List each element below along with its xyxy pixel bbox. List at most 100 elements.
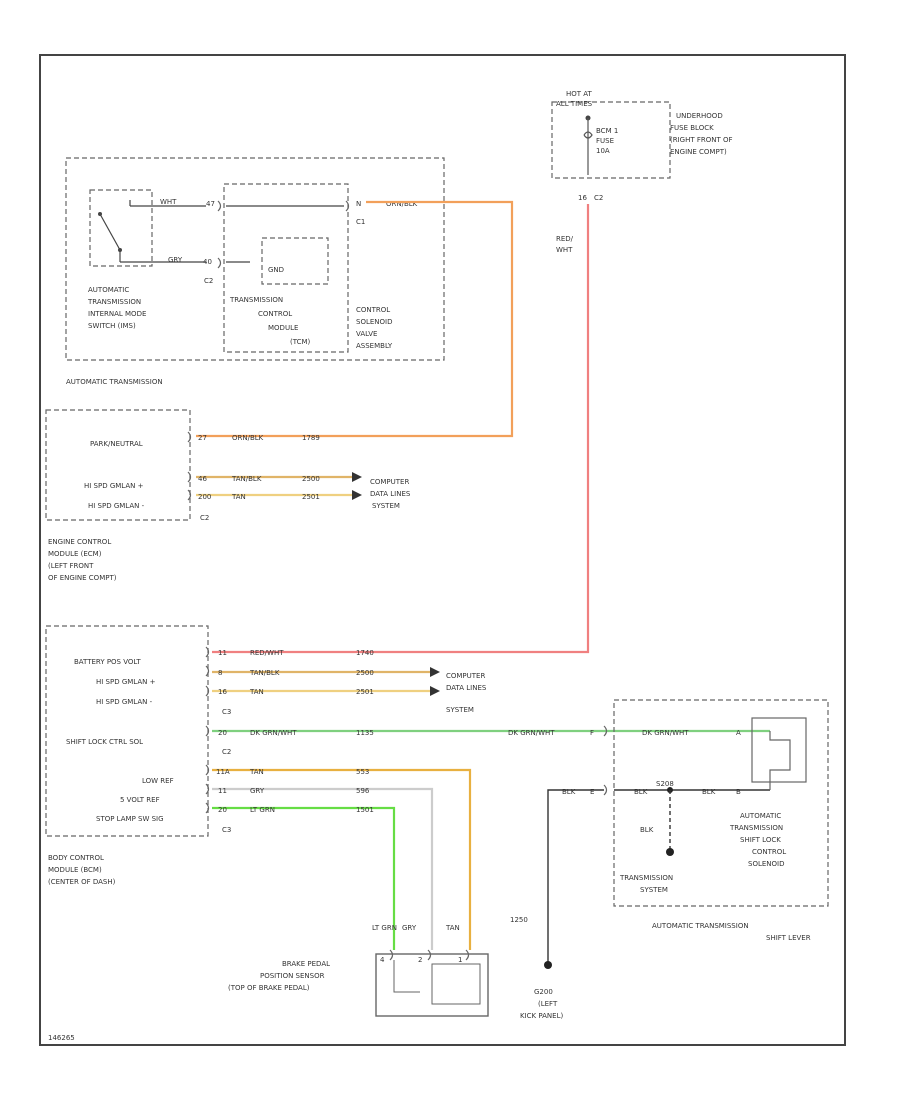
wire-blk-ground xyxy=(547,789,604,965)
bcm-row-1-pin: 8 xyxy=(218,669,222,677)
bcm-row-6-wire: LT GRN xyxy=(250,806,275,814)
valve-c1: C1 xyxy=(356,218,365,226)
dk-grn-wht-mid: DK GRN/WHT xyxy=(508,729,555,737)
bcm-row-3-name: SHIFT LOCK CTRL SOL xyxy=(66,738,143,746)
bcm-row-6-pin: 20 xyxy=(218,806,227,814)
red-wht-label-1: RED/ xyxy=(556,235,574,243)
arrow-icon xyxy=(352,490,362,500)
imss-box xyxy=(89,189,153,267)
ecm-row-2-wire: TAN xyxy=(231,493,246,501)
shift-blk-1: BLK xyxy=(634,788,648,796)
bcm-row-0-wire: RED/WHT xyxy=(250,649,284,657)
bcm-row-4-circuit: 553 xyxy=(356,768,369,776)
bcm-row-0-pin: 11 xyxy=(218,649,227,657)
pin-40: 40 xyxy=(203,258,212,266)
imss-label-2: TRANSMISSION xyxy=(87,298,141,306)
imss-label-1: AUTOMATIC xyxy=(88,286,129,294)
tcm-box xyxy=(223,183,349,353)
bcm-row-1-wire: TAN/BLK xyxy=(249,669,280,677)
ecm-box xyxy=(45,409,191,521)
shift-pin-e: E xyxy=(590,788,594,796)
brake-wire-tan: TAN xyxy=(445,924,460,932)
ground-group: BLK 1250 G200 (LEFT KICK PANEL) xyxy=(510,788,604,1020)
bcm-row-5-circuit: 596 xyxy=(356,787,370,795)
ecm-data-lines-3: SYSTEM xyxy=(372,502,400,510)
valve-label-3: VALVE xyxy=(356,330,377,338)
all-times-label: ALL TIMES xyxy=(556,100,593,108)
brake-pin-4: 4 xyxy=(380,956,385,964)
valve-pin-n: N xyxy=(356,200,361,208)
bcm-c3: C3 xyxy=(222,708,231,716)
bcm-row-2-pin: 16 xyxy=(218,688,227,696)
fuse-amps: 10A xyxy=(596,147,610,155)
bcm-data-lines-3: SYSTEM xyxy=(446,706,474,714)
fuse-icon xyxy=(583,131,593,139)
imss-switch-icon xyxy=(99,213,121,251)
lever-label-2: SHIFT LEVER xyxy=(766,934,811,942)
bcm-row-6-circuit: 1501 xyxy=(356,806,374,814)
hot-at-label: HOT AT xyxy=(566,90,593,98)
ecm-row-1-wire: TAN/BLK xyxy=(231,475,262,483)
ecm-row-0-circuit: 1789 xyxy=(302,434,320,442)
shift-pin-b: B xyxy=(736,788,741,796)
brake-label-2: POSITION SENSOR xyxy=(260,972,325,980)
solenoid-label-4: CONTROL xyxy=(752,848,786,856)
bcm-c3b: C3 xyxy=(222,826,231,834)
arrow-icon xyxy=(430,686,440,696)
bcm-row-2-circuit: 2501 xyxy=(356,688,374,696)
red-wht-label-2: WHT xyxy=(556,246,573,254)
ecm-row-0-name: PARK/NEUTRAL xyxy=(90,440,143,448)
bcm-row-3-circuit: 1135 xyxy=(356,729,374,737)
ecm-label-3: (LEFT FRONT xyxy=(48,562,94,570)
shift-lever-box xyxy=(613,699,829,907)
ground-label-2: (LEFT xyxy=(538,1000,558,1008)
brake-sensor-element xyxy=(431,963,481,1005)
ecm-row-0-wire: ORN/BLK xyxy=(232,434,264,442)
trans-system-1: TRANSMISSION xyxy=(619,874,673,882)
solenoid-label-3: SHIFT LOCK xyxy=(740,836,781,844)
brake-wire-ltgrn: LT GRN xyxy=(372,924,397,932)
transmission-title: AUTOMATIC TRANSMISSION xyxy=(66,378,163,386)
bcm-row-5-wire: GRY xyxy=(250,787,265,795)
brake-wire-gry: GRY xyxy=(402,924,417,932)
fuse-location-1: UNDERHOOD xyxy=(676,112,723,120)
arrow-icon xyxy=(430,667,440,677)
fuse-block: HOT AT ALL TIMES BCM 1 FUSE 10A 16 C2 UN… xyxy=(551,90,733,254)
figure-id: 146265 xyxy=(48,1034,75,1042)
gnd-label: GND xyxy=(268,266,284,274)
bcm-label-1: BODY CONTROL xyxy=(48,854,104,862)
bcm-row-2-wire: TAN xyxy=(249,688,264,696)
s208-label: S208 xyxy=(656,780,674,788)
fuse-pin: 16 xyxy=(578,194,587,202)
shift-blk-3: BLK xyxy=(640,826,654,834)
bcm-row-1-circuit: 2500 xyxy=(356,669,374,677)
bcm-row-4-name: LOW REF xyxy=(142,777,174,785)
bcm-row-1-name: HI SPD GMLAN + xyxy=(96,678,156,686)
arrow-icon xyxy=(352,472,362,482)
solenoid-label-2: TRANSMISSION xyxy=(729,824,783,832)
shift-lever-group: DK GRN/WHT F DK GRN/WHT A E B S208 BLK B… xyxy=(508,699,829,942)
valve-label-1: CONTROL xyxy=(356,306,390,314)
bcm-row-5-pin: 11 xyxy=(218,787,227,795)
bcm-row-3-wire: DK GRN/WHT xyxy=(250,729,297,737)
transmission-box xyxy=(65,157,445,361)
trans-system-2: SYSTEM xyxy=(640,886,668,894)
ground-blk-label: BLK xyxy=(562,788,576,796)
wht-label: WHT xyxy=(160,198,177,206)
ecm-connector: C2 xyxy=(200,514,209,522)
tcm-c2: C2 xyxy=(204,277,213,285)
solenoid-coil-icon xyxy=(769,731,791,790)
fuse-location-3: (RIGHT FRONT OF xyxy=(670,136,733,144)
tcm-label-3: MODULE xyxy=(268,324,298,332)
ecm-row-1-pin: 46 xyxy=(198,475,207,483)
valve-label-2: SOLENOID xyxy=(356,318,392,326)
brake-sensor-group: LT GRN GRY TAN 4 2 1 BRAKE PEDAL POSITIO… xyxy=(228,924,489,1017)
trans-system-node xyxy=(666,848,674,856)
bcm-row-3-pin: 20 xyxy=(218,729,227,737)
ground-circuit: 1250 xyxy=(510,916,528,924)
wire-red-wht xyxy=(212,204,590,654)
solenoid-box xyxy=(751,717,807,783)
bcm-row-0-circuit: 1740 xyxy=(356,649,374,657)
tcm-label-2: CONTROL xyxy=(258,310,292,318)
